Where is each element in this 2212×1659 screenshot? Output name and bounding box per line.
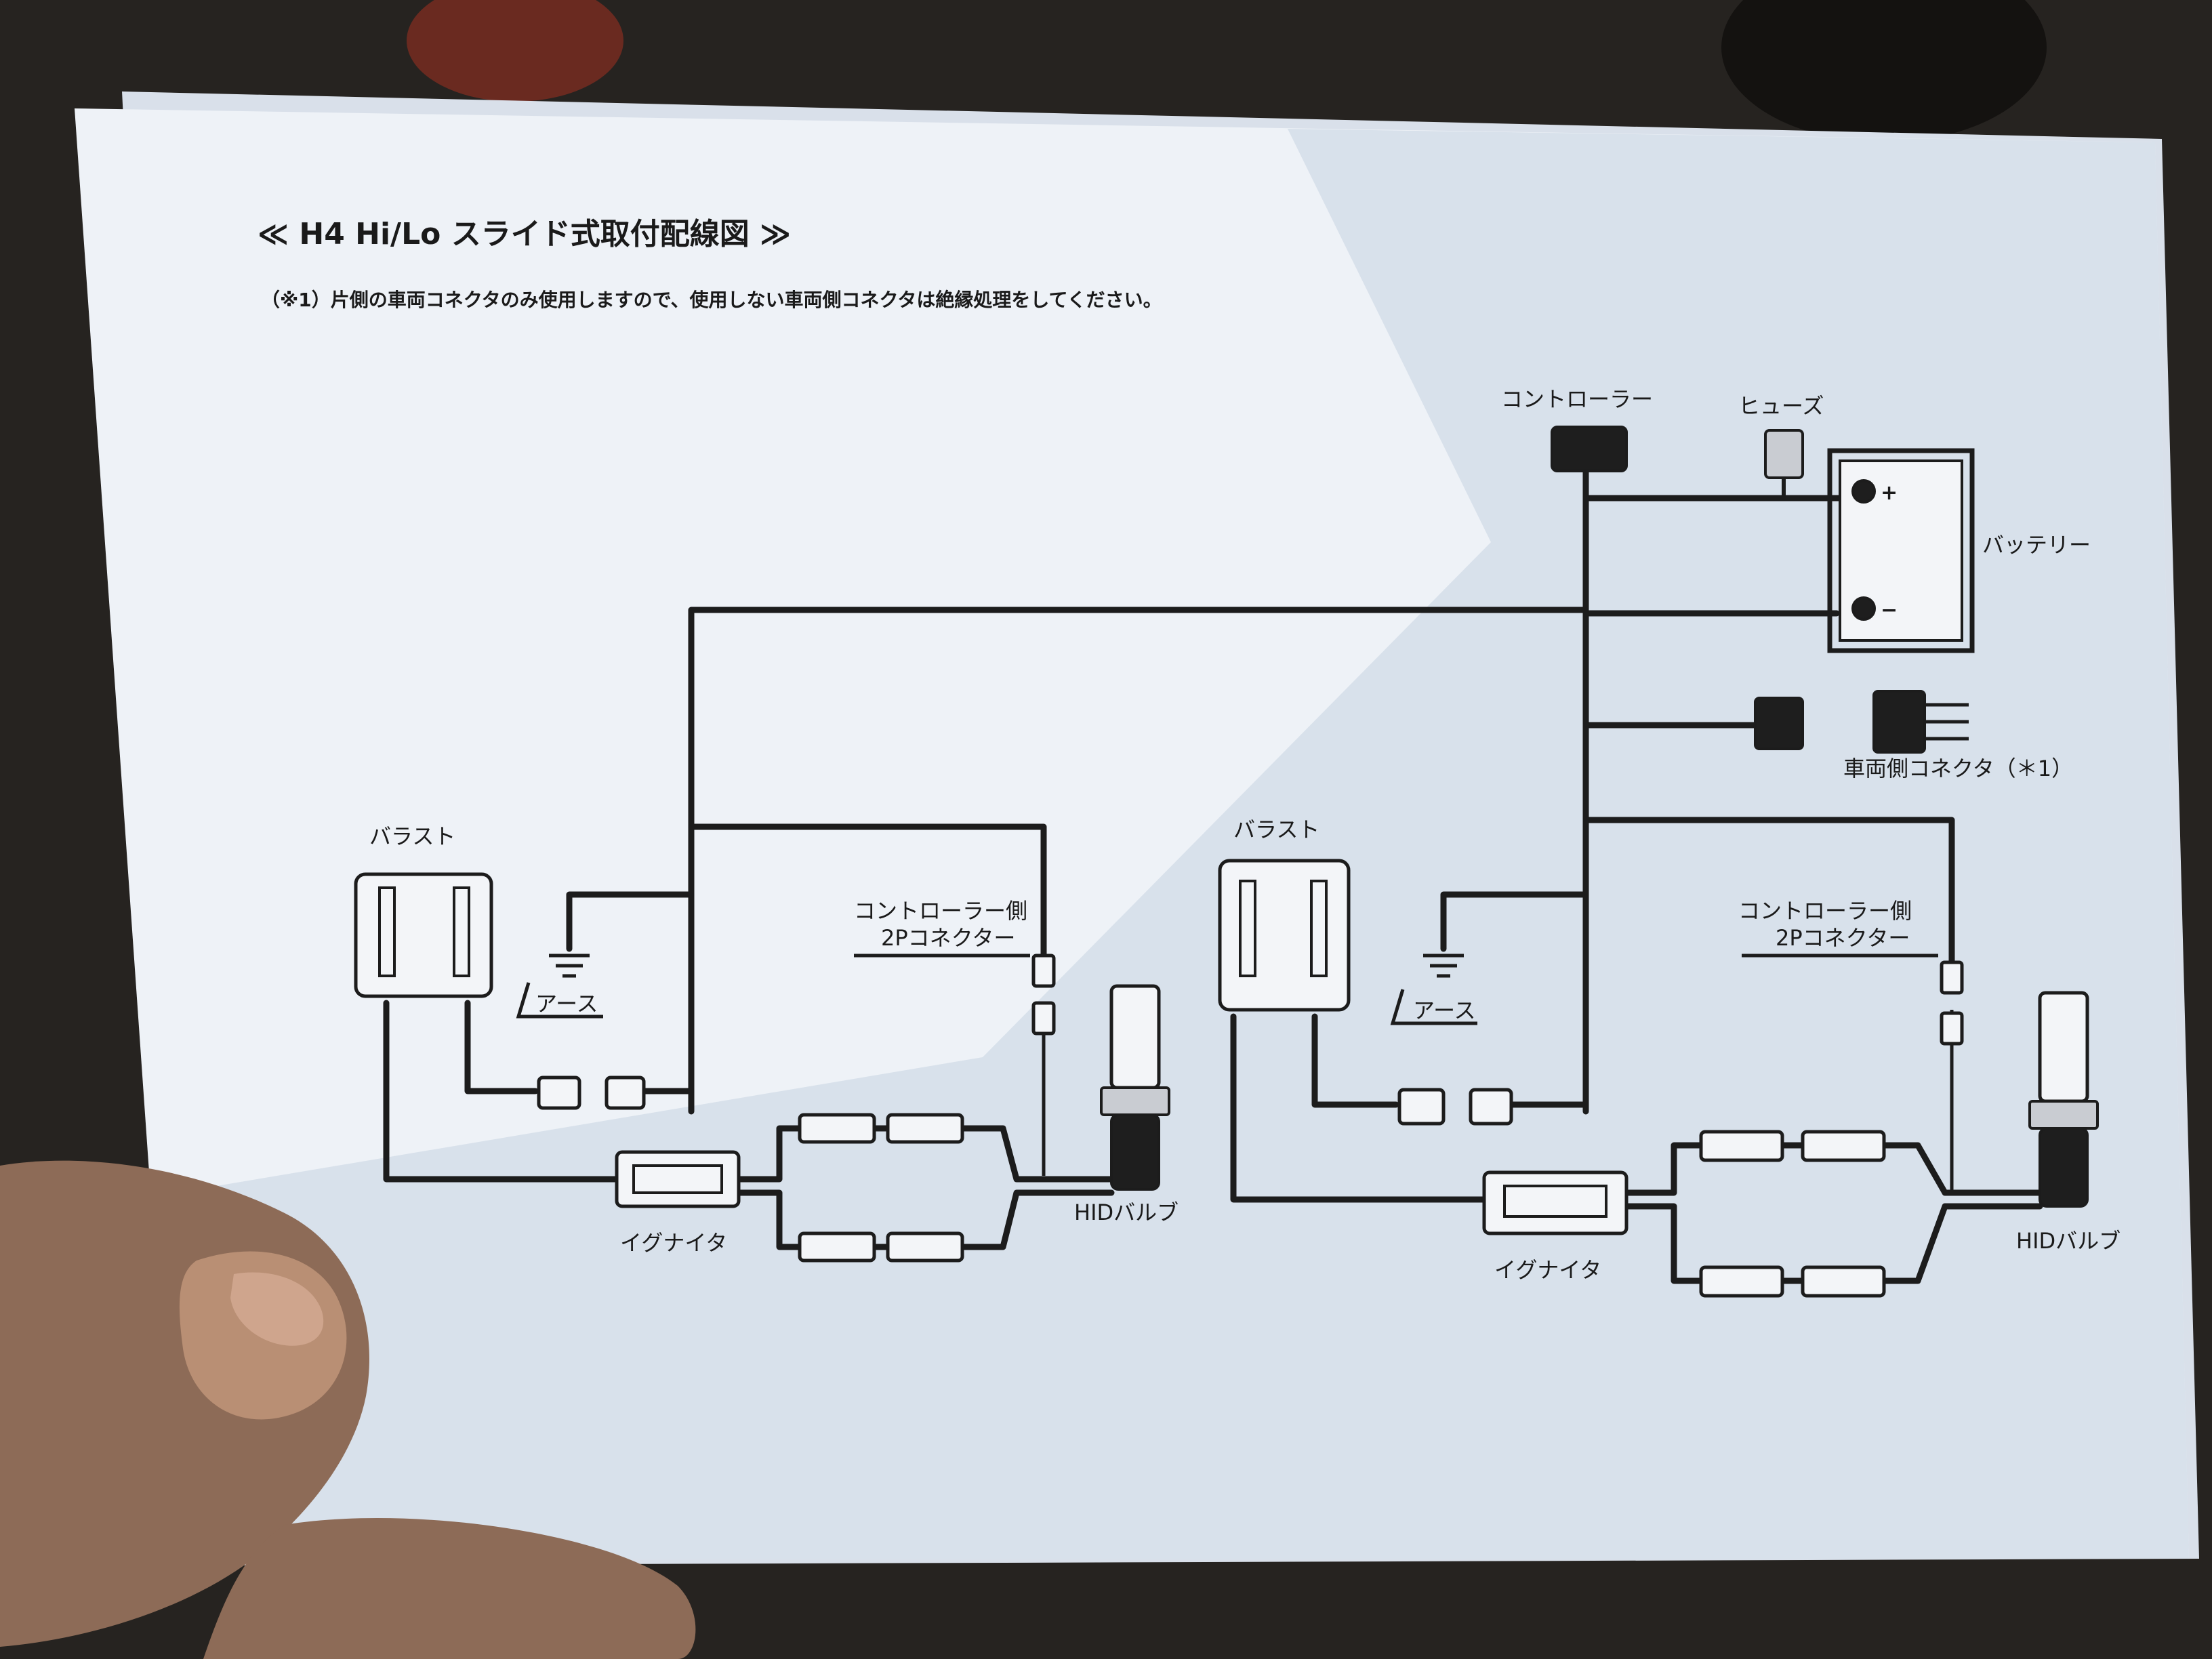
hid-bulb-right-stem [2038, 991, 2089, 1103]
background-object-dark [1721, 0, 2047, 142]
igniter-right-connector-upper-1 [1699, 1130, 1784, 1162]
ground-left-symbol [549, 954, 590, 978]
battery-outer [1827, 448, 1975, 653]
ballast-right-body [1218, 859, 1351, 1012]
controller-2p-connector-left-plug [1031, 954, 1056, 988]
battery: + − バッテリー [1827, 448, 2091, 653]
igniter-right-body [1482, 1170, 1629, 1235]
ballast-right-fin-2 [1310, 880, 1328, 977]
igniter-right-label: イグナイタ [1494, 1257, 1601, 1283]
hand-finger [203, 1518, 696, 1659]
hid-bulb-left-label: HIDバルブ [1074, 1200, 1179, 1225]
hid-bulb-left: HIDバルブ [1074, 984, 1179, 1225]
controller-label: コントローラー [1501, 386, 1653, 412]
controller-2p-connector-left-label-2: 2Pコネクター [881, 925, 1015, 951]
battery-negative-sign: − [1881, 598, 1898, 622]
right-2p-wire [1582, 817, 1955, 966]
controller-2p-connector-left-socket [1031, 1001, 1056, 1036]
hand [0, 1160, 696, 1659]
hid-bulb-right-base [2039, 1127, 2089, 1208]
battery-label: バッテリー [1982, 532, 2091, 558]
diagram-note: （※1）片側の車両コネクタのみ使用しますので、使用しない車両側コネクタは絶縁処理… [261, 289, 1162, 311]
ballast-left-connector-a [537, 1076, 581, 1110]
controller-2p-connector-right-label-1: コントローラー側 [1738, 898, 1912, 924]
ground-right-symbol [1423, 954, 1464, 978]
igniter-right: イグナイタ [1482, 1170, 1629, 1283]
right-ground-wire [1440, 891, 1589, 952]
ballast-right-fin-1 [1239, 880, 1256, 977]
ballast-right-connector-b [1469, 1088, 1513, 1126]
ground-right-leader [1390, 989, 1477, 1025]
igniter-right-connector-lower-1 [1699, 1265, 1784, 1298]
ground-left-leader [516, 982, 603, 1019]
ground-left-label: アース [535, 991, 598, 1017]
vehicle-connector-socket [1872, 690, 1926, 754]
hid-bulb-right-flange [2028, 1100, 2099, 1130]
vehicle-connector-plug [1754, 697, 1804, 750]
igniter-right-panel [1503, 1185, 1607, 1218]
fuse-body [1764, 429, 1804, 479]
igniter-left-connector-upper-2 [886, 1113, 964, 1144]
ballast-right-label: バラスト [1233, 817, 1319, 842]
thumbnail [230, 1272, 324, 1346]
ballast-left-connector-b [605, 1076, 646, 1110]
igniter-left-connector-upper-1 [798, 1113, 876, 1144]
fuse-label: ヒューズ [1738, 393, 1824, 419]
ground-left: アース [516, 954, 603, 1019]
controller-2p-connector-right: コントローラー側 2Pコネクター [1738, 898, 1964, 1046]
controller-2p-connector-left-label-1: コントローラー側 [854, 898, 1027, 924]
vehicle-connector-pins [1925, 703, 1969, 741]
battery-negative-terminal [1851, 596, 1876, 621]
controller-2p-connector-left: コントローラー側 2Pコネクター [854, 898, 1056, 1036]
fuse: ヒューズ [1738, 393, 1824, 498]
igniter-left-label: イグナイタ [620, 1230, 727, 1256]
controller-2p-connector-right-socket [1940, 1011, 1964, 1046]
right-ballast-igniter-wire [1230, 1013, 1488, 1203]
ballast-left-fin-1 [378, 886, 396, 977]
ballast-right: バラスト [1218, 817, 1351, 1012]
ballast-left-body [354, 872, 493, 998]
battery-positive-terminal [1851, 479, 1876, 504]
hid-bulb-right: HIDバルブ [2016, 991, 2121, 1254]
right-ballast-output-wire [1311, 1013, 1399, 1108]
controller-body [1551, 426, 1628, 472]
ballast-left-label: バラスト [369, 823, 455, 849]
igniter-left-connector-lower-1 [798, 1231, 876, 1263]
controller-2p-connector-right-label-2: 2Pコネクター [1776, 925, 1910, 951]
controller-2p-connector-right-plug [1940, 960, 1964, 995]
left-2p-wire [688, 823, 1047, 966]
left-ballast-igniter-wire [383, 1000, 620, 1183]
hid-bulb-right-label: HIDバルブ [2016, 1228, 2121, 1254]
right-igniter-lower-wire [1623, 1203, 2043, 1284]
hid-bulb-left-stem [1109, 984, 1161, 1090]
left-ground-wire [566, 891, 695, 952]
igniter-right-connector-lower-2 [1801, 1265, 1886, 1298]
igniter-right-connector-upper-2 [1801, 1130, 1886, 1162]
igniter-left: イグナイタ [615, 1150, 741, 1256]
ballast-right-connector-a [1397, 1088, 1446, 1126]
ballast-left-fin-2 [453, 886, 470, 977]
igniter-left-panel [632, 1164, 723, 1194]
hid-bulb-left-flange [1100, 1086, 1170, 1116]
battery-positive-sign: + [1881, 481, 1898, 505]
vehicle-connector: 車両側コネクタ（＊1） [1754, 690, 2073, 781]
controller: コントローラー [1501, 386, 1653, 472]
diagram-title: ≪ H4 Hi/Lo スライド式取付配線図 ≫ [258, 217, 791, 251]
vehicle-connector-label: 車両側コネクタ（＊1） [1843, 756, 2073, 781]
ground-right-label: アース [1413, 998, 1475, 1023]
right-igniter-upper-wire [1623, 1142, 2043, 1196]
left-ballast-output-wire [464, 1000, 539, 1094]
igniter-left-connector-lower-2 [886, 1231, 964, 1263]
ground-right: アース [1390, 954, 1477, 1025]
background-object-red [407, 0, 623, 102]
main-trunk-wire [688, 464, 1589, 1115]
ballast-left: バラスト [354, 823, 493, 998]
hid-bulb-left-base [1110, 1113, 1160, 1191]
